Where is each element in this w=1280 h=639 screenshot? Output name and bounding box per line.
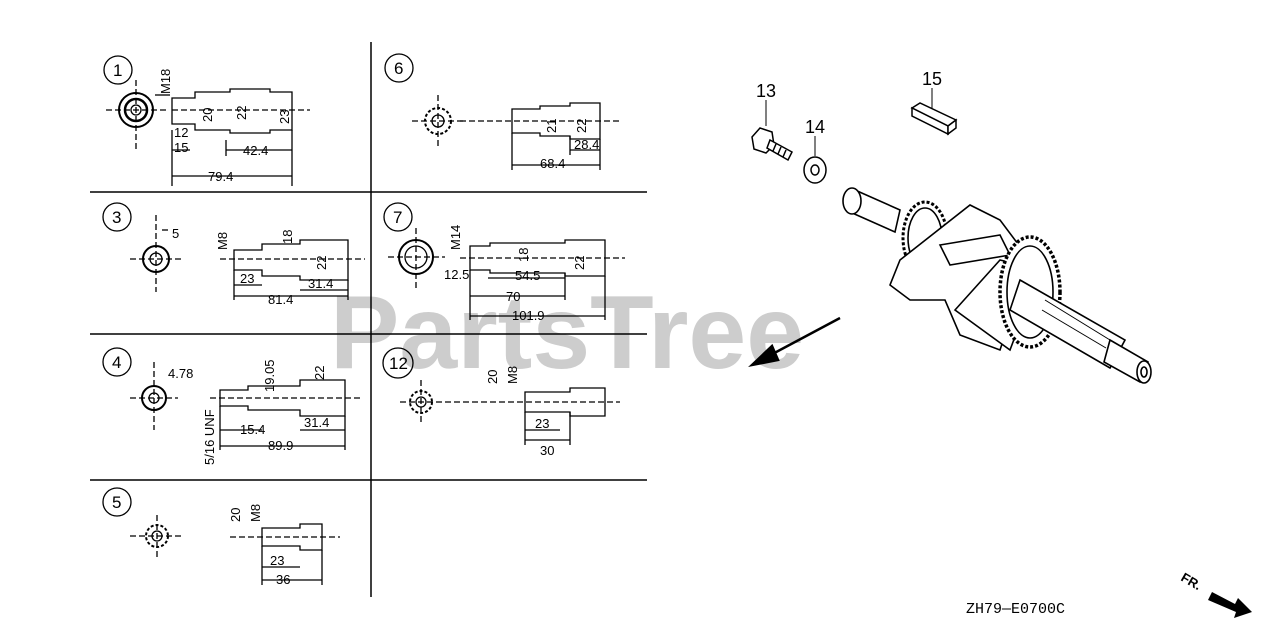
svg-text:68.4: 68.4 — [540, 156, 565, 171]
variant-6-labels: 6 21 22 28.4 68.4 — [394, 59, 599, 171]
svg-text:23: 23 — [240, 271, 254, 286]
variant-1 — [103, 55, 310, 186]
variant-5 — [102, 487, 340, 585]
svg-text:20: 20 — [485, 370, 500, 384]
key-15[interactable] — [910, 102, 958, 136]
svg-text:4.78: 4.78 — [168, 366, 193, 381]
variant-12-labels: 12 20 M8 23 30 — [389, 354, 554, 458]
svg-text:18: 18 — [516, 248, 531, 262]
svg-text:23: 23 — [535, 416, 549, 431]
svg-text:FR.: FR. — [1179, 570, 1205, 593]
variant-7-labels: 7 M14 18 22 12.5 54.5 70 101.9 — [393, 208, 587, 323]
svg-text:22: 22 — [572, 256, 587, 270]
svg-text:101.9: 101.9 — [512, 308, 545, 323]
front-indicator: FR. — [1179, 570, 1252, 618]
svg-text:22: 22 — [314, 256, 329, 270]
svg-text:5: 5 — [112, 493, 121, 512]
svg-text:23: 23 — [277, 110, 292, 124]
watermark: PartsTree — [330, 275, 804, 391]
svg-text:20: 20 — [200, 108, 215, 122]
callout-13: 13 — [756, 81, 776, 101]
svg-text:M14: M14 — [448, 225, 463, 250]
svg-text:31.4: 31.4 — [308, 276, 333, 291]
washer-14[interactable] — [803, 156, 827, 184]
crankshaft[interactable] — [842, 187, 1152, 384]
variant-6 — [384, 53, 620, 170]
svg-text:22: 22 — [312, 366, 327, 380]
svg-text:M8: M8 — [215, 232, 230, 250]
svg-text:89.9: 89.9 — [268, 438, 293, 453]
variant-4 — [102, 347, 360, 450]
shaft-profile — [524, 387, 606, 417]
variant-badge — [102, 202, 132, 232]
callout-15: 15 — [922, 69, 942, 89]
svg-text:6: 6 — [394, 59, 403, 78]
svg-text:M18: M18 — [158, 69, 173, 94]
diagram-code: ZH79—E0700C — [966, 601, 1065, 618]
svg-text:20: 20 — [228, 508, 243, 522]
variant-grid — [90, 42, 647, 597]
shaft-end-view — [424, 107, 452, 135]
svg-text:M8: M8 — [505, 366, 520, 384]
variant-3 — [102, 202, 365, 300]
variant-7 — [383, 202, 625, 320]
svg-text:12: 12 — [174, 125, 188, 140]
variant-3-labels: 3 5 M8 18 22 23 31.4 81.4 — [112, 208, 333, 307]
svg-text:19.05: 19.05 — [262, 359, 277, 392]
svg-text:54.5: 54.5 — [515, 268, 540, 283]
svg-text:3: 3 — [112, 208, 121, 227]
svg-text:15.4: 15.4 — [240, 422, 265, 437]
shaft-profile — [171, 88, 293, 134]
svg-text:22: 22 — [574, 119, 589, 133]
svg-text:70: 70 — [506, 289, 520, 304]
bolt-13[interactable] — [751, 127, 793, 162]
variant-5-labels: 5 20 M8 23 36 — [112, 493, 290, 587]
svg-text:1: 1 — [113, 61, 122, 80]
svg-text:5/16 UNF: 5/16 UNF — [202, 409, 217, 465]
svg-text:18: 18 — [280, 230, 295, 244]
svg-text:M8: M8 — [248, 504, 263, 522]
direction-arrow — [748, 316, 841, 368]
variant-badge — [383, 202, 413, 232]
svg-text:30: 30 — [540, 443, 554, 458]
svg-text:12: 12 — [389, 354, 408, 373]
variant-badge — [102, 347, 132, 377]
svg-text:36: 36 — [276, 572, 290, 587]
variant-badge — [384, 53, 414, 83]
variant-badge — [103, 55, 133, 85]
shaft-end-view — [142, 245, 170, 273]
variant-badge — [382, 347, 414, 379]
svg-text:21: 21 — [544, 119, 559, 133]
svg-text:42.4: 42.4 — [243, 143, 268, 158]
svg-text:81.4: 81.4 — [268, 292, 293, 307]
svg-text:28.4: 28.4 — [574, 137, 599, 152]
variant-badge — [102, 487, 132, 517]
variant-1-labels: 1 M18 20 22 23 12 15 42.4 79.4 — [113, 61, 292, 184]
svg-text:12.5: 12.5 — [444, 267, 469, 282]
arrow-right-icon — [1208, 592, 1252, 618]
variant-4-labels: 4 4.78 19.05 22 5/16 UNF 15.4 31.4 89.9 — [112, 353, 329, 465]
callout-14: 14 — [805, 117, 825, 137]
svg-text:7: 7 — [393, 208, 402, 227]
svg-text:4: 4 — [112, 353, 121, 372]
svg-text:22: 22 — [234, 106, 249, 120]
svg-text:79.4: 79.4 — [208, 169, 233, 184]
svg-text:15: 15 — [174, 140, 188, 155]
variant-12 — [382, 347, 620, 445]
svg-text:31.4: 31.4 — [304, 415, 329, 430]
svg-text:5: 5 — [172, 226, 179, 241]
svg-text:23: 23 — [270, 553, 284, 568]
